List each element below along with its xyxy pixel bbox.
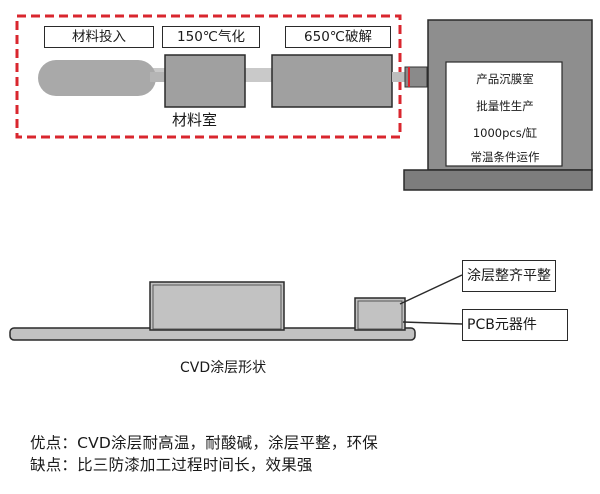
material-capsule xyxy=(38,60,156,96)
callout-coating-flat: 涂层整齐平整 xyxy=(462,260,556,292)
chamber-line-1: 产品沉膜室 xyxy=(476,72,534,86)
vaporizer-block xyxy=(164,54,246,108)
stage-label-material-input: 材料投入 xyxy=(44,26,154,48)
pros-text: 优点：CVD涂层耐高温，耐酸碱，涂层平整，环保 xyxy=(30,434,378,452)
leader-coating xyxy=(399,274,463,305)
small-component xyxy=(354,297,406,331)
capsule-neck xyxy=(150,72,164,82)
cons-text: 缺点：比三防漆加工过程时间长，效果强 xyxy=(30,456,313,474)
material-room-label: 材料室 xyxy=(172,111,218,129)
chamber-base xyxy=(403,169,593,191)
coating-layer-small xyxy=(357,300,403,330)
callout-pcb-component: PCB元器件 xyxy=(462,309,568,341)
connector-valve xyxy=(404,66,428,88)
coating-layer-large xyxy=(152,284,282,330)
chamber-line-4: 常温条件运作 xyxy=(470,150,540,164)
large-component xyxy=(149,281,285,331)
chamber-line-2: 批量性生产 xyxy=(476,99,534,113)
leader-pcb xyxy=(402,321,463,325)
chamber-line-3: 1000pcs/缸 xyxy=(472,126,538,140)
connector-pipe xyxy=(392,72,408,82)
chamber-label-panel xyxy=(445,61,563,167)
coating-caption: CVD涂层形状 xyxy=(180,360,267,376)
stage-label-vaporize: 150℃气化 xyxy=(162,26,260,48)
cracker-block xyxy=(271,54,393,108)
stage-label-crack: 650℃破解 xyxy=(285,26,391,48)
